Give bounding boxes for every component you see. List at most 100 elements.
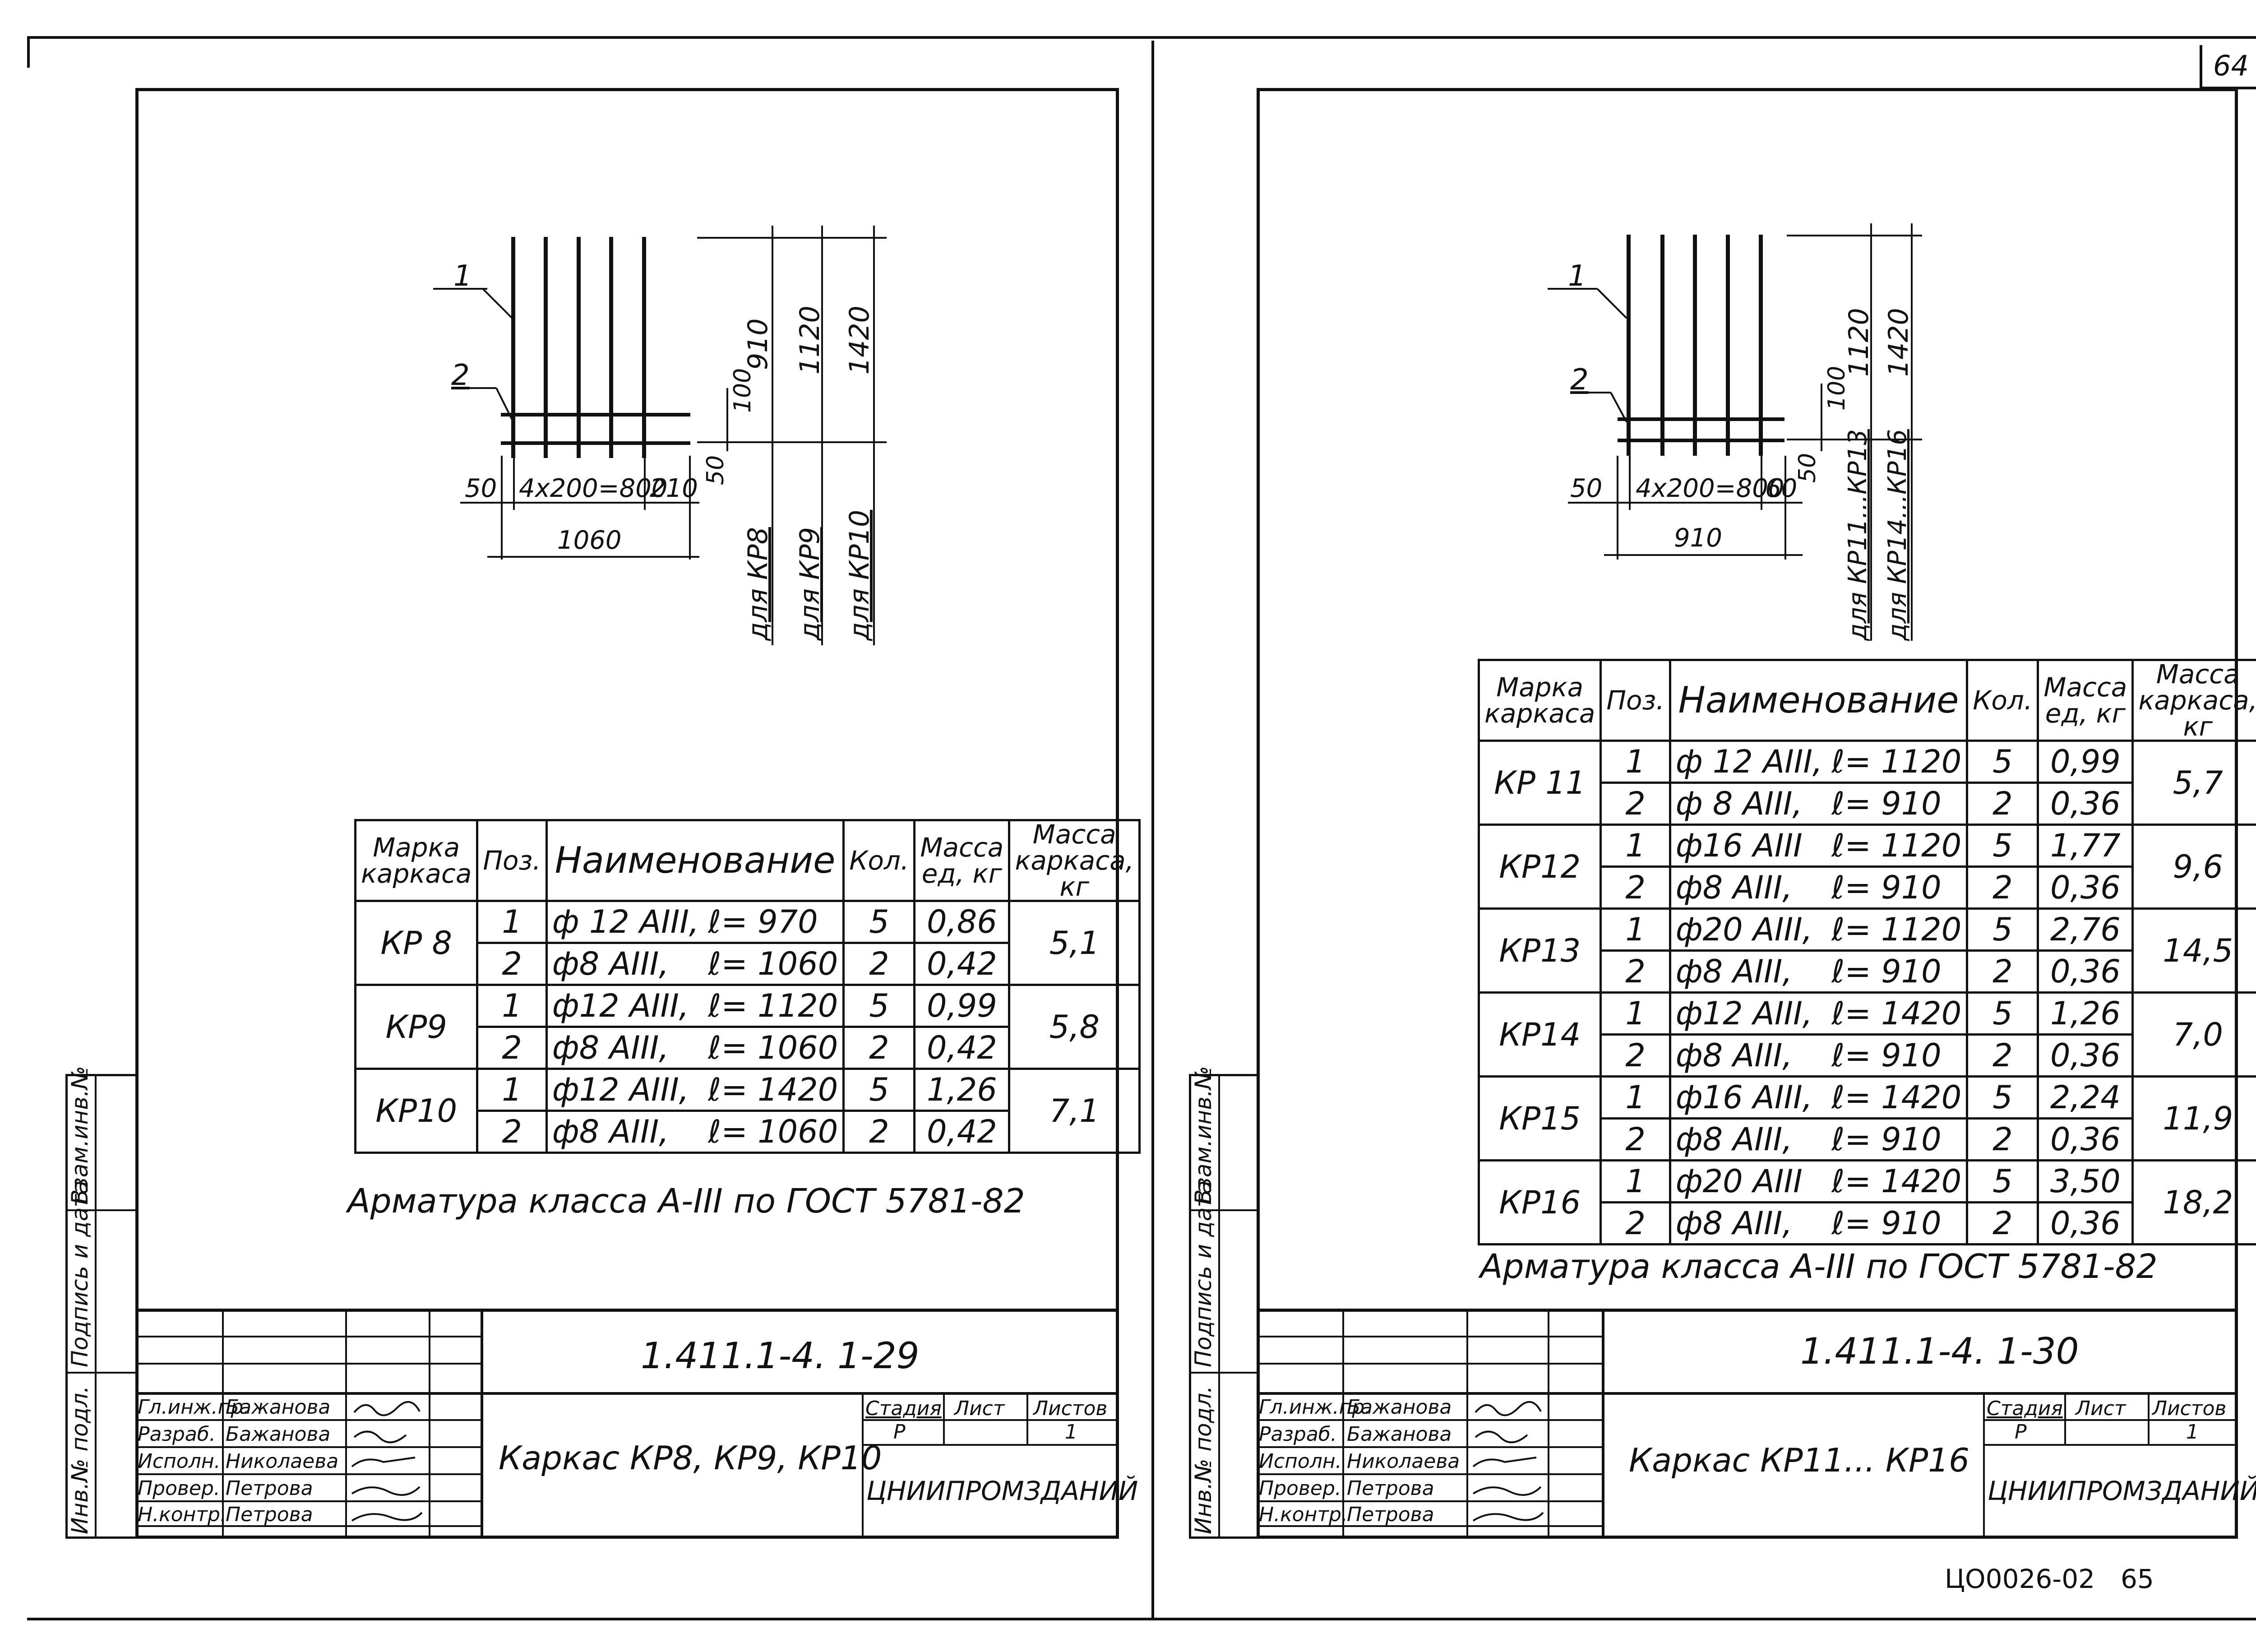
left-label-ext-3 xyxy=(873,451,875,645)
right-dim-ext-3 xyxy=(1761,456,1762,510)
left-callout-2: 2 xyxy=(451,359,470,392)
left-callout-1: 1 xyxy=(453,259,472,293)
tb-hline xyxy=(1257,1363,1604,1365)
left-side-inv: Инв.№ подл. xyxy=(67,1385,93,1534)
right-rebar-1 xyxy=(1627,235,1631,456)
frame-mass-cell: 9,6 xyxy=(2131,824,2256,910)
pos-cell: 2 xyxy=(1600,865,1671,910)
right-vdim-line-3 xyxy=(1911,223,1913,641)
tb-vline xyxy=(1548,1309,1549,1539)
table-row: 2 ф 8 АIII, ℓ= 910 2 0,36 xyxy=(1479,782,2256,826)
left-tb-name-2: Николаева xyxy=(226,1450,339,1473)
right-titleblock xyxy=(1257,1309,2238,1539)
right-tb-name-2: Николаева xyxy=(1347,1450,1460,1473)
left-dim-ext-3 xyxy=(644,456,646,510)
mark-cell: КР 8 xyxy=(354,900,479,986)
right-side-stamp xyxy=(1189,1074,1257,1539)
paper-bottom-edge xyxy=(27,1618,2256,1620)
name-cell: ф 8 АIII, xyxy=(1669,782,1827,826)
left-tb-title: Каркас КР8, КР9, КР10 xyxy=(499,1439,882,1477)
mark-cell: КР 11 xyxy=(1477,740,1602,826)
length-cell: ℓ= 1060 xyxy=(703,1026,845,1070)
right-dim-ext-4 xyxy=(1784,456,1786,560)
left-rebar-note: Арматура класса А-III по ГОСТ 5781-82 xyxy=(347,1182,1025,1221)
left-vdim-ext-top xyxy=(697,237,887,239)
qty-cell: 5 xyxy=(842,900,916,944)
right-tb-role-2: Исполн. xyxy=(1259,1450,1342,1473)
mark-cell: КР13 xyxy=(1477,907,1602,994)
left-dim-label-kr9: для КР9 xyxy=(794,527,826,641)
mass-cell: 1,26 xyxy=(2037,991,2134,1036)
tb-hline xyxy=(135,1446,483,1448)
right-side-sign: Подпись и дата xyxy=(1190,1180,1216,1367)
tb-vline xyxy=(429,1309,430,1539)
left-side-stamp-div3 xyxy=(65,1372,135,1374)
tb-hline xyxy=(135,1392,1119,1395)
pos-cell: 1 xyxy=(476,900,548,944)
table-row: 2 ф8 АIII, ℓ= 1060 2 0,42 xyxy=(356,1110,1140,1154)
tb-hline xyxy=(1257,1473,1604,1475)
paper-fold-line xyxy=(1151,41,1154,1620)
left-horizontal-bar-upper xyxy=(501,413,690,416)
right-spec-table: Марка каркаса Поз. Наименование Кол. Мас… xyxy=(1477,659,2256,1245)
pos-cell: 1 xyxy=(1600,1075,1671,1120)
left-dim-line-lower xyxy=(487,556,699,558)
name-cell: ф12 АIII, xyxy=(545,984,704,1028)
right-dim-line-upper xyxy=(1568,502,1803,504)
length-cell: ℓ= 1060 xyxy=(703,1110,845,1154)
tb-vline xyxy=(1466,1309,1468,1539)
left-tb-sheet-h: Лист xyxy=(954,1397,1005,1420)
right-rebar-4 xyxy=(1726,235,1730,456)
mass-cell: 0,36 xyxy=(2037,949,2134,994)
frame-mass-cell: 7,1 xyxy=(1008,1068,1141,1154)
right-tb-title: Каркас КР11... КР16 xyxy=(1629,1441,1969,1479)
mass-cell: 0,86 xyxy=(913,900,1011,944)
left-rebar-5 xyxy=(642,237,646,458)
table-row: КР10 1 ф12 АIII, ℓ= 1420 5 1,26 7,1 xyxy=(354,1068,1141,1154)
tb-hline xyxy=(1257,1392,2238,1395)
tb-hline xyxy=(135,1500,483,1502)
right-callout-2: 2 xyxy=(1570,363,1589,397)
name-cell: ф8 АIII, xyxy=(545,1110,704,1154)
left-tb-name-3: Петрова xyxy=(226,1477,313,1500)
left-tb-code: 1.411.1-4. 1-29 xyxy=(641,1335,920,1377)
qty-cell: 5 xyxy=(842,1068,916,1112)
mass-cell: 2,76 xyxy=(2037,907,2134,952)
tb-hline xyxy=(1983,1444,2238,1446)
name-cell: ф 12 АIII, xyxy=(1669,740,1827,784)
mass-cell: 0,36 xyxy=(2037,782,2134,826)
right-horizontal-bar-upper xyxy=(1618,417,1784,421)
right-dim-total: 910 xyxy=(1674,523,1722,553)
name-cell: ф12 АIII, xyxy=(545,1068,704,1112)
footer-code: ЦО0026-02 xyxy=(1945,1564,2095,1594)
left-signatures xyxy=(351,1401,423,1522)
table-row: 2 ф8 АIII, ℓ= 910 2 0,36 xyxy=(1479,1033,2256,1078)
mass-cell: 3,50 xyxy=(2037,1159,2134,1203)
tb-hline xyxy=(135,1525,483,1527)
length-cell: ℓ= 910 xyxy=(1827,1117,1969,1161)
qty-cell: 2 xyxy=(1966,1201,2039,1245)
left-sheet-frame xyxy=(135,88,1119,1539)
left-tb-role-1: Разраб. xyxy=(138,1423,216,1446)
name-cell: ф8 АIII, xyxy=(545,1026,704,1070)
hdr-mass-unit: Масса ед, кг xyxy=(2037,659,2134,742)
right-rebar-5 xyxy=(1759,235,1763,456)
frame-mass-cell: 5,7 xyxy=(2131,740,2256,826)
left-rebar-2 xyxy=(544,237,548,458)
mass-cell: 0,36 xyxy=(2037,1201,2134,1245)
pos-cell: 2 xyxy=(1600,1033,1671,1078)
tb-vline xyxy=(1983,1394,1985,1539)
length-cell: ℓ= 1120 xyxy=(1827,740,1969,784)
length-cell: ℓ= 1420 xyxy=(1827,991,1969,1036)
right-tb-org: ЦНИИПРОМЗДАНИЙ xyxy=(1988,1476,2256,1506)
left-tb-stage: Р xyxy=(893,1421,906,1444)
pos-cell: 1 xyxy=(476,984,548,1028)
tb-hline xyxy=(1983,1419,2238,1421)
mass-cell: 2,24 xyxy=(2037,1075,2134,1120)
right-side-stamp-div1 xyxy=(1218,1074,1220,1539)
right-dim-50: 50 xyxy=(1570,474,1603,503)
left-dim-1120: 1120 xyxy=(794,305,826,375)
pos-cell: 1 xyxy=(1600,991,1671,1036)
pos-cell: 2 xyxy=(1600,949,1671,994)
qty-cell: 2 xyxy=(842,942,916,986)
